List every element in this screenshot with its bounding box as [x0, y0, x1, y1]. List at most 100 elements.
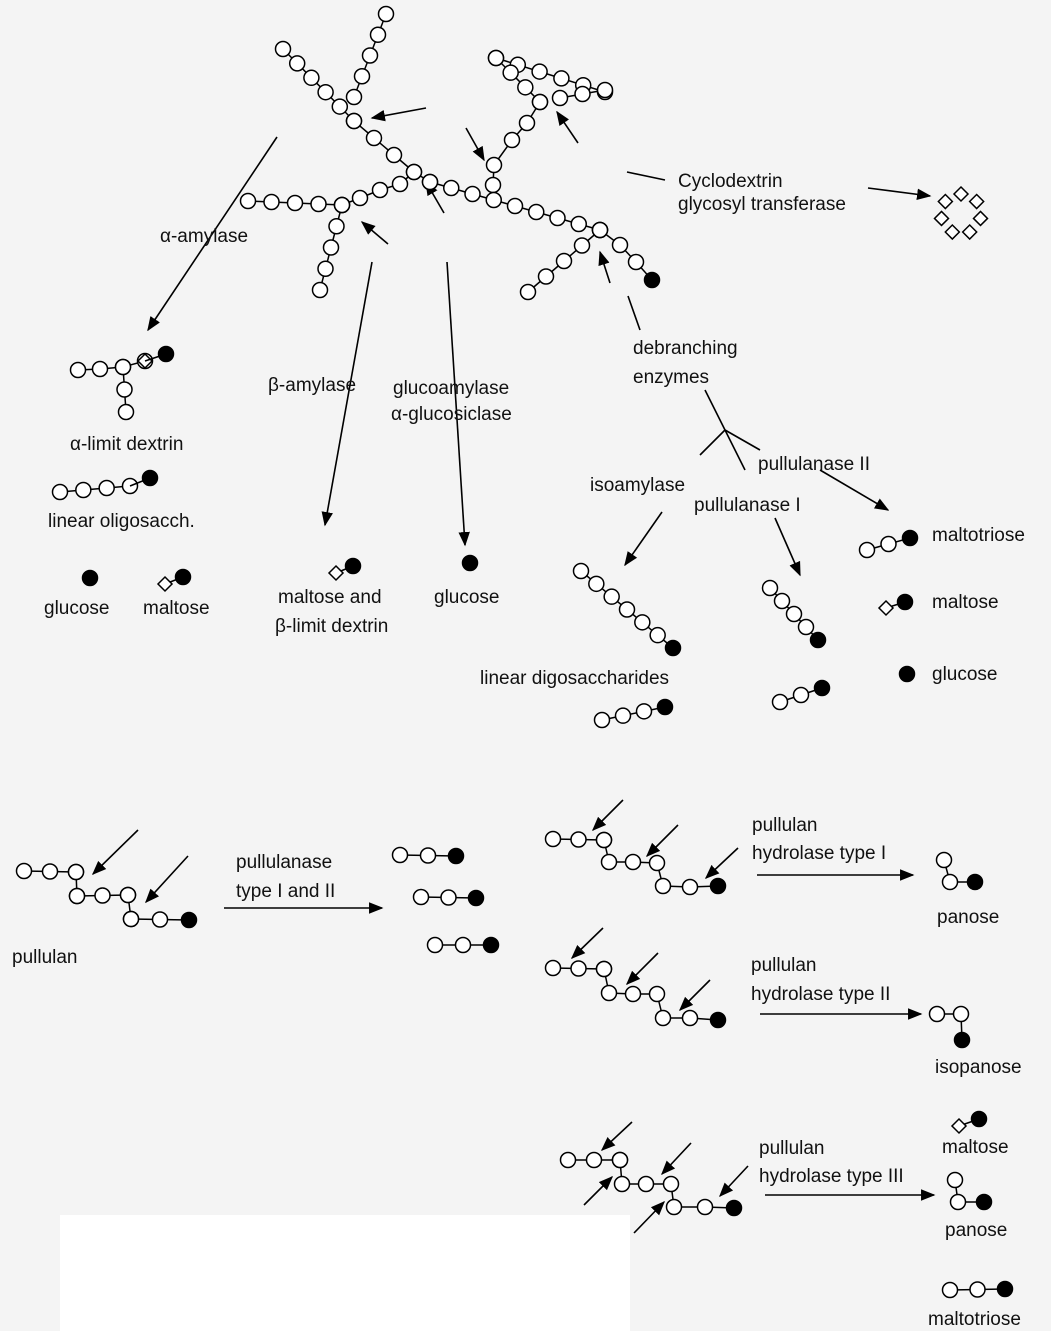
label-debranching-line1: debranching [633, 338, 738, 359]
glucose-unit-diamond [937, 193, 954, 210]
glucose-unit [593, 711, 611, 729]
reducing-glucose-unit [656, 698, 674, 716]
reducing-glucose-unit [344, 557, 362, 575]
glucose-unit [761, 579, 779, 597]
glucose-unit [570, 960, 587, 977]
glucose-unit [773, 592, 791, 610]
reducing-glucose-unit [664, 639, 682, 657]
connector-line [704, 389, 726, 431]
reaction-arrow [465, 127, 485, 162]
reaction-arrow [624, 511, 663, 567]
reaction-arrow [570, 927, 604, 960]
reducing-glucose-unit [461, 554, 479, 572]
label-beta-amylase: β-amylase [268, 375, 356, 396]
glucose-unit [454, 936, 472, 954]
glucose-unit [487, 49, 505, 67]
reducing-glucose-unit [970, 1110, 988, 1128]
glucose-unit [519, 283, 537, 301]
glucose-unit [654, 877, 672, 895]
label-maltose-beta-line2: β-limit dextrin [275, 616, 388, 637]
glucose-unit [596, 81, 614, 99]
glucose-unit-diamond [968, 193, 985, 210]
reaction-arrow [583, 1175, 614, 1206]
glucose-unit [116, 381, 133, 398]
glucose-unit [263, 193, 280, 211]
glucose-unit [785, 605, 803, 623]
glucose-unit [331, 98, 349, 115]
glucose-unit [969, 1281, 986, 1298]
reaction-arrow [360, 221, 389, 245]
glucose-unit-diamond [952, 185, 970, 203]
glucose-unit [555, 252, 573, 270]
reducing-glucose-unit [901, 529, 919, 547]
glucose-unit [637, 1175, 655, 1193]
glucose-unit [75, 481, 92, 499]
reaction-arrow [598, 250, 611, 284]
reducing-glucose-unit [898, 665, 916, 683]
connector-line [724, 429, 761, 451]
glucose-unit [288, 55, 306, 72]
glucose-unit [303, 69, 320, 87]
label-glucose-r: glucose [932, 664, 998, 685]
glucose-unit [603, 588, 620, 605]
glucose-unit [635, 703, 653, 720]
glucose-unit [114, 358, 132, 376]
glucose-unit [333, 196, 351, 214]
reducing-glucose-unit [996, 1280, 1014, 1298]
glucose-unit [681, 1009, 699, 1027]
reducing-glucose-unit [725, 1199, 743, 1217]
glucose-unit [858, 541, 876, 559]
glucose-unit [506, 197, 524, 215]
label-ph2-line2: hydrolase type II [751, 984, 890, 1005]
reducing-glucose-unit [482, 936, 500, 954]
glucose-unit [649, 626, 666, 644]
glucose-unit [627, 253, 645, 271]
glucose-unit [117, 403, 135, 421]
label-glucoamylase-line2: α-glucosiclase [391, 404, 512, 425]
reaction-arrow [719, 1165, 749, 1198]
reducing-glucose-unit [709, 877, 727, 895]
glucose-unit [98, 479, 115, 497]
glucose-unit [119, 886, 137, 904]
glucose-unit [648, 854, 666, 872]
glucose-unit [517, 79, 534, 96]
label-glucose-g: glucose [434, 587, 500, 608]
glucose-unit-diamond [972, 210, 989, 227]
glucose-unit [928, 1005, 946, 1023]
glucose-unit [485, 191, 502, 209]
glucose-unit [880, 535, 897, 553]
glucose-chains [15, 5, 1014, 1299]
reaction-arrow [446, 261, 470, 547]
glucose-unit [614, 707, 632, 724]
glucose-unit [239, 192, 257, 210]
glucose-unit [531, 63, 548, 80]
label-maltotriose-r: maltotriose [932, 525, 1025, 546]
reducing-glucose-unit [447, 847, 465, 865]
reducing-glucose-unit [809, 631, 827, 649]
label-maltotriose-b: maltotriose [928, 1309, 1021, 1330]
label-group: α-amylase Cyclodextrin glycosyl transfer… [12, 171, 1025, 1330]
glucose-unit [624, 985, 642, 1003]
glucose-unit [122, 910, 140, 928]
glucose-unit [464, 185, 481, 203]
reaction-arrow [774, 517, 801, 577]
glucose-unit [559, 1151, 577, 1169]
reaction-arrow [145, 855, 189, 904]
glucose-unit-diamond [156, 575, 174, 593]
label-cgt-line2: glycosyl transferase [678, 194, 846, 215]
glucose-unit [391, 846, 409, 864]
glucose-unit [952, 1005, 970, 1023]
reducing-glucose-unit [643, 271, 661, 289]
label-ph1-line2: hydrolase type I [752, 843, 886, 864]
label-cgt-line1: Cyclodextrin [678, 171, 783, 192]
glucose-unit [385, 146, 403, 164]
reaction-arrow [591, 799, 624, 832]
label-pullulanase-type-line1: pullulanase [236, 852, 332, 873]
glucose-unit [485, 156, 503, 174]
glucose-unit [345, 88, 363, 106]
glucose-unit [151, 911, 169, 928]
glucose-unit [600, 984, 618, 1002]
glucose-unit [797, 618, 815, 636]
glucose-unit [537, 268, 555, 285]
